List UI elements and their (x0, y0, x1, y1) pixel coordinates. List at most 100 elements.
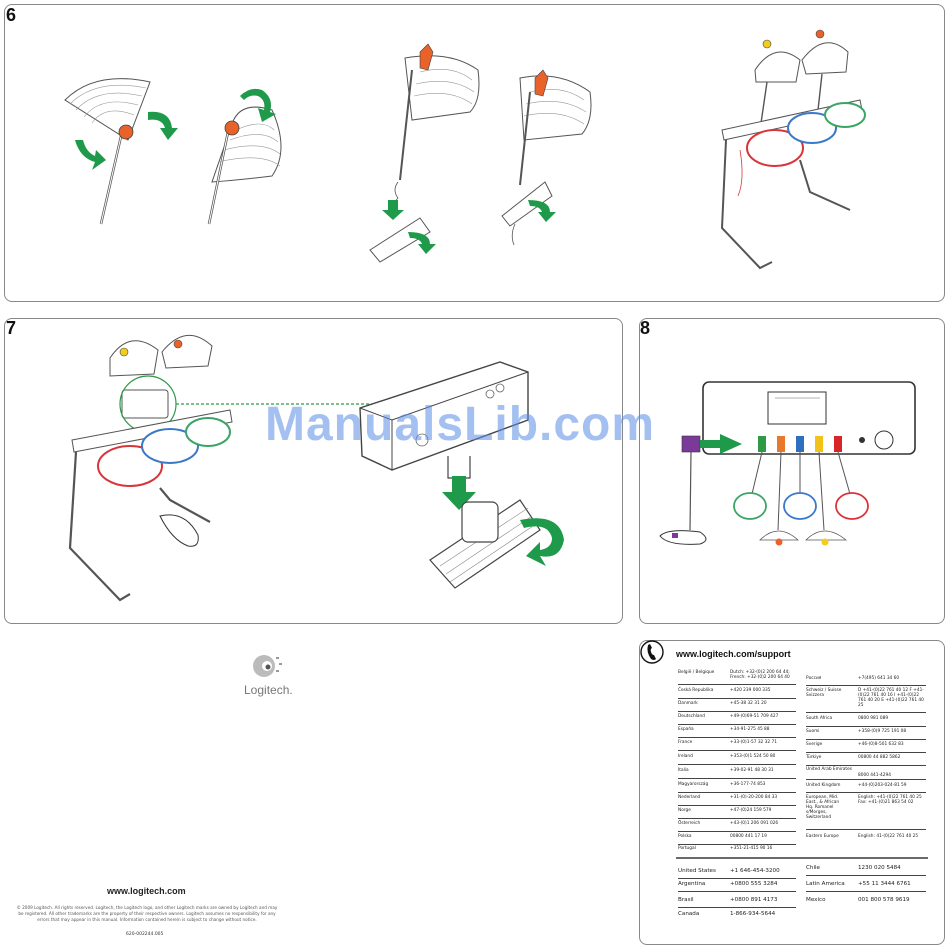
support-row: Sverige +46-(0)8-501 632 83 (806, 742, 926, 753)
phone-number: +0800 891 4173 (730, 897, 778, 903)
logitech-eye-logo-icon (253, 655, 282, 677)
cymbal-mount-illustration-4 (501, 69, 592, 246)
phone-number: +7(495) 641 34 60 (858, 676, 900, 681)
support-row: Österreich +43-(0)1 206 091 026 (678, 821, 796, 832)
phone-number: +45-38 32 31 20 (730, 701, 767, 706)
controller-clamp-closeup (359, 361, 564, 589)
phone-number: +351-21-415 90 16 (730, 846, 773, 851)
country-name: Россия (806, 676, 822, 681)
country-name: Türkiye (806, 755, 822, 760)
support-row: Polska 00800 441 17 19 (678, 834, 796, 845)
cymbal-mount-illustration-3 (369, 43, 480, 263)
website-link[interactable]: www.logitech.com (107, 886, 186, 896)
cymbal-fold-illustration-1 (64, 78, 178, 225)
country-name: Deutschland (678, 714, 705, 719)
support-row: Suomi +358-(0)9 725 191 08 (806, 729, 926, 740)
country-name: Italia (678, 768, 689, 773)
country-name: Polska (678, 834, 692, 839)
cymbal-fold-illustration-2 (207, 88, 282, 225)
phone-number: +31-(0)-20-200 84 33 (730, 795, 778, 800)
country-name: Latin America (806, 881, 845, 887)
country-name: España (678, 727, 694, 732)
support-row: Canada 1-866-934-5644 (678, 911, 796, 921)
support-row: United States +1 646-454-3200 (678, 868, 796, 879)
phone-number: +34-91-275 45 88 (730, 727, 770, 732)
support-row: Eastern Europe English: 41-(0)22 761 40 … (806, 834, 926, 843)
part-number: 620-002244.005 (126, 932, 164, 937)
country-name: Schweiz / Suisse Svizzera (806, 688, 842, 698)
phone-number: +358-(0)9 725 191 08 (858, 729, 907, 734)
phone-number: +33-(0)1-57 32 32 71 (730, 740, 777, 745)
country-name: Magyarország (678, 782, 709, 787)
phone-number: +420 239 000 335 (730, 688, 771, 693)
drum-kit-with-controller-step-7 (68, 334, 378, 602)
phone-number: 0800 981 089 (858, 716, 889, 721)
panel-step-8 (639, 318, 945, 624)
phone-number: 8000 441-4294 (858, 773, 891, 778)
support-row: Norge +47-(0)24 159 579 (678, 808, 796, 819)
country-name: United Kingdom (806, 783, 841, 788)
phone-number: 1230 020 5484 (858, 865, 901, 871)
support-row: Italia +39-02-91 48 30 31 (678, 768, 796, 779)
phone-number: +353-(0)1 524 50 80 (730, 754, 776, 759)
phone-number: English: 41-(0)22 761 40 25 (858, 834, 919, 839)
support-row: Türkiye 00800 44 882 5862 (806, 755, 926, 766)
country-name: United States (678, 868, 716, 874)
phone-number: +43-(0)1 206 091 026 (730, 821, 779, 826)
country-name: Nederland (678, 795, 701, 800)
phone-number: 00800 441 17 19 (730, 834, 767, 839)
country-name: United Arab Emirates (806, 767, 852, 772)
country-name: Suomi (806, 729, 820, 734)
support-row: United Kingdom +44-(0)203-024-81 59 (806, 783, 926, 793)
support-row: Chile 1230 020 5484 (806, 865, 926, 876)
support-row: Schweiz / Suisse Svizzera D +41-(0)22 76… (806, 688, 926, 713)
country-name: Chile (806, 865, 821, 871)
support-row: België / Belgique Dutch: +32-(0)2 200 64… (678, 670, 796, 685)
support-row: France +33-(0)1-57 32 32 71 (678, 740, 796, 751)
support-row: United Arab Emirates 8000 441-4294 (806, 767, 926, 780)
country-name: European, Mid. East., & African Hq. Roma… (806, 795, 840, 820)
phone-icon (640, 640, 664, 664)
step-number-6: 6 (6, 5, 17, 25)
country-name: Norge (678, 808, 691, 813)
country-name: Argentina (678, 881, 706, 887)
phone-number: +44-(0)203-024-81 59 (858, 783, 907, 788)
phone-number: +47-(0)24 159 579 (730, 808, 772, 813)
country-name: Česká Republika (678, 688, 714, 693)
country-name: Portugal (678, 846, 696, 851)
country-name: Mexico (806, 897, 826, 903)
phone-number: 00800 44 882 5862 (858, 755, 901, 760)
phone-number: English: +41-(0)22 761 40 25 Fax: +41-(0… (858, 795, 922, 805)
country-name: Brasil (678, 897, 694, 903)
logitech-logo-word: Logitech. (244, 683, 293, 697)
support-row: Nederland +31-(0)-20-200 84 33 (678, 795, 796, 806)
support-row: Česká Republika +420 239 000 335 (678, 688, 796, 699)
phone-number: +36-177-74 853 (730, 782, 766, 787)
country-name: France (678, 740, 693, 745)
country-name: Eastern Europe (806, 834, 839, 839)
support-row: Portugal +351-21-415 90 16 (678, 846, 796, 855)
phone-number: +46-(0)8-501 632 83 (858, 742, 904, 747)
support-row: Brasil +0800 891 4173 (678, 897, 796, 908)
country-name: Sverige (806, 742, 823, 747)
phone-number: +1 646-454-3200 (730, 868, 780, 874)
country-name: Österreich (678, 821, 701, 826)
support-row: Ireland +353-(0)1 524 50 80 (678, 754, 796, 765)
phone-number: +39-02-91 48 30 31 (730, 768, 774, 773)
support-row: European, Mid. East., & African Hq. Roma… (806, 795, 926, 830)
drum-kit-assembled-step-6 (720, 29, 866, 270)
phone-number: +0800 555 3284 (730, 881, 778, 887)
module-connections-step-8 (659, 381, 916, 546)
support-row: España +34-91-275 45 88 (678, 727, 796, 738)
support-url-link[interactable]: www.logitech.com/support (676, 649, 791, 659)
support-row: Magyarország +36-177-74 853 (678, 782, 796, 793)
phone-number: Dutch: +32-(0)2 200 64 44; French: +32-(… (730, 670, 790, 680)
support-row: Danmark +45-38 32 31 20 (678, 701, 796, 712)
country-name: Danmark (678, 701, 698, 706)
support-row: Argentina +0800 555 3284 (678, 881, 796, 892)
support-row: Deutschland +49-(0)69-51 709 427 (678, 714, 796, 725)
country-name: Ireland (678, 754, 693, 759)
step-number-8: 8 (640, 318, 651, 338)
support-row: South Africa 0800 981 089 (806, 716, 926, 727)
